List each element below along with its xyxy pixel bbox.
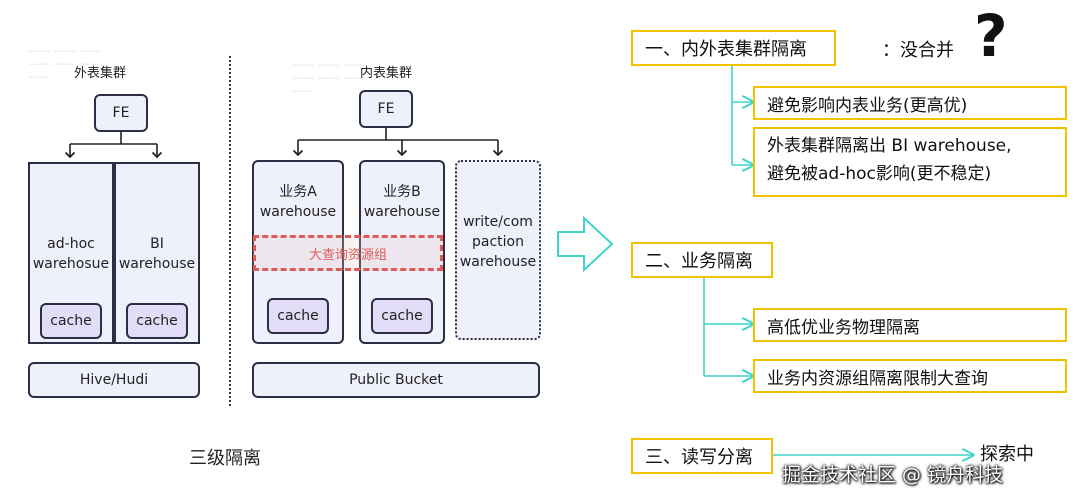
hive-hudi-storage: Hive/Hudi — [28, 362, 200, 398]
section1-note: ：没合并 — [882, 40, 954, 61]
external-fe-node: FE — [94, 94, 148, 132]
section2-item-2: 业务内资源组隔离限制大查询 — [753, 359, 1067, 393]
resource-group-label: 大查询资源组 — [308, 247, 387, 263]
section2-item-1: 高低优业务物理隔离 — [753, 308, 1067, 342]
cache-block: cache — [40, 303, 102, 339]
hollow-right-arrow — [557, 215, 614, 273]
section1-item-1: 避免影响内表业务(更高优) — [753, 86, 1067, 120]
diagram-caption: 三级隔离 — [189, 448, 261, 469]
cache-block: cache — [126, 303, 188, 339]
section3-status: 探索中 — [980, 444, 1034, 465]
section3-title: 三、读写分离 — [631, 438, 773, 474]
faint-watermark: —— —— ———— —— ———— — [28, 44, 101, 83]
fe-connectors — [64, 128, 504, 159]
cache-block: cache — [267, 298, 329, 334]
cluster-divider — [229, 56, 231, 406]
external-fe-arrows — [64, 132, 163, 159]
write-compaction-label: write/com paction warehouse — [459, 214, 537, 270]
big-query-resource-group: 大查询资源组 — [253, 235, 443, 271]
external-cluster-title: 外表集群 — [73, 66, 126, 81]
business-a-label: 业务A warehouse — [259, 184, 337, 220]
public-bucket-storage: Public Bucket — [252, 362, 540, 398]
faint-watermark: —— —— ———— —— ———— — [292, 58, 365, 97]
source-watermark: 掘金技术社区 @ 镜舟科技 — [782, 464, 1004, 486]
section2-title: 二、业务隔离 — [631, 242, 773, 278]
cache-block: cache — [371, 298, 433, 334]
business-b-label: 业务B warehouse — [363, 184, 441, 220]
internal-fe-node: FE — [359, 90, 413, 128]
section1-item-2: 外表集群隔离出 BI warehouse, 避免被ad-hoc影响(更不稳定) — [753, 127, 1067, 197]
bi-warehouse-label: BI warehouse — [118, 236, 196, 272]
ad-hoc-warehouse-label: ad-hoc warehosue — [32, 236, 110, 272]
section1-item-2-text: 外表集群隔离出 BI warehouse, 避免被ad-hoc影响(更不稳定) — [767, 136, 1012, 184]
write-compaction-warehouse: write/com paction warehouse — [455, 160, 541, 340]
question-mark-icon: ? — [974, 2, 1008, 70]
internal-fe-arrows — [292, 128, 504, 157]
section1-title: 一、内外表集群隔离 — [631, 30, 836, 66]
internal-cluster-title: 内表集群 — [359, 66, 412, 81]
